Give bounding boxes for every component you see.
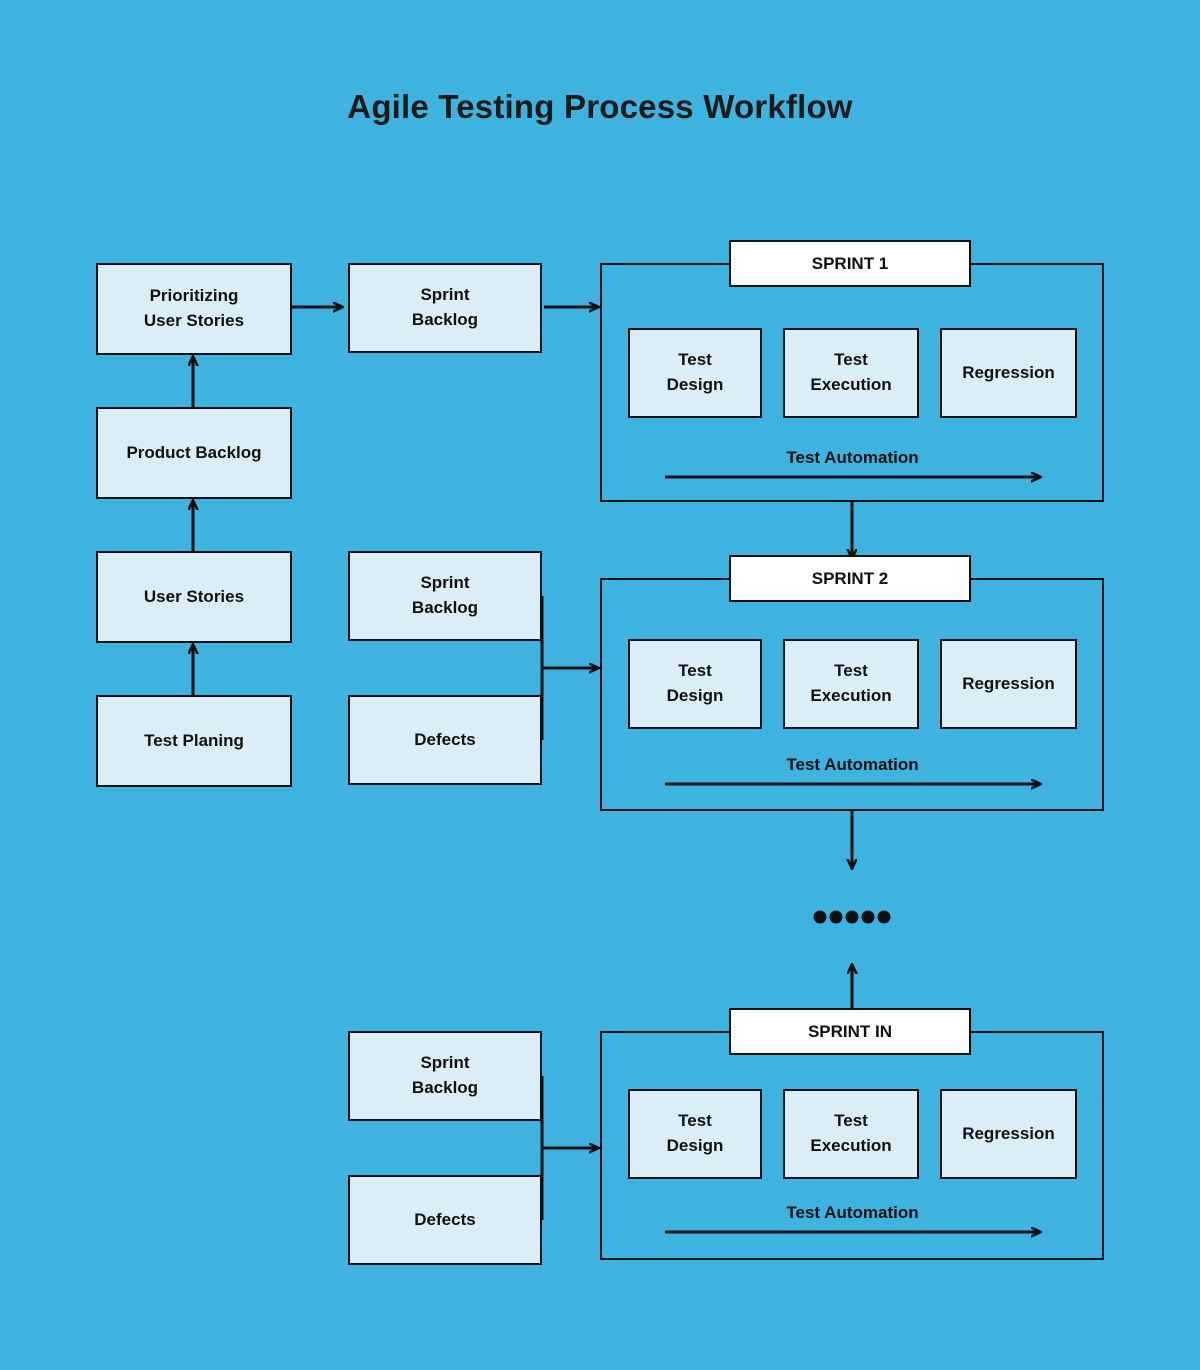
sprint-1-stage-test-design[interactable]: Test Design	[628, 328, 762, 418]
stage-label-line1: Regression	[962, 673, 1055, 693]
node-label-line1: Defects	[414, 1209, 476, 1229]
stage-label-line2: Execution	[810, 375, 892, 394]
automation-text: Test Automation	[786, 755, 919, 774]
stage-label-line2: Execution	[810, 1136, 892, 1155]
sprint-2-stage-test-execution[interactable]: Test Execution	[783, 639, 919, 729]
sprint-2-test-automation-label: Test Automation	[665, 755, 1040, 775]
stage-label-line1: Test	[834, 350, 868, 370]
automation-text: Test Automation	[786, 448, 919, 467]
sprint-in-stage-regression[interactable]: Regression	[940, 1089, 1077, 1179]
sprint-1-label[interactable]: SPRINT 1	[729, 240, 971, 287]
sprint-2-label[interactable]: SPRINT 2	[729, 555, 971, 602]
node-defects-3[interactable]: Defects	[348, 1175, 542, 1265]
node-prioritizing-user-stories[interactable]: Prioritizing User Stories	[96, 263, 292, 355]
node-label-line1: Sprint	[420, 1053, 470, 1073]
stage-label-line2: Design	[666, 375, 724, 394]
node-label-line2: Backlog	[411, 598, 479, 617]
stage-label-line1: Test	[834, 661, 868, 681]
sprint-in-stage-test-execution[interactable]: Test Execution	[783, 1089, 919, 1179]
sprint-1-test-automation-label: Test Automation	[665, 448, 1040, 468]
sprint-tab-text: SPRINT 1	[811, 253, 889, 273]
node-sprint-backlog-3[interactable]: Sprint Backlog	[348, 1031, 542, 1121]
automation-text: Test Automation	[786, 1203, 919, 1222]
node-product-backlog[interactable]: Product Backlog	[96, 407, 292, 499]
node-sprint-backlog-1[interactable]: Sprint Backlog	[348, 263, 542, 353]
node-label-line1: Sprint	[420, 573, 470, 593]
sprint-in-label[interactable]: SPRINT IN	[729, 1008, 971, 1055]
node-label-line2: Backlog	[411, 310, 479, 329]
node-label-line1: Defects	[414, 729, 476, 749]
sprint-in-test-automation-label: Test Automation	[665, 1203, 1040, 1223]
stage-label-line1: Regression	[962, 362, 1055, 382]
continuation-dots	[813, 910, 891, 924]
node-defects-2[interactable]: Defects	[348, 695, 542, 785]
sprint-1-stage-regression[interactable]: Regression	[940, 328, 1077, 418]
node-label-line1: Product Backlog	[126, 442, 262, 462]
node-label-line1: Test Planing	[144, 730, 244, 750]
node-label-line2: Backlog	[411, 1078, 479, 1097]
stage-label-line1: Test	[834, 1111, 868, 1131]
stage-label-line1: Test	[678, 661, 712, 681]
stage-label-line1: Test	[678, 1111, 712, 1131]
stage-label-line2: Design	[666, 1136, 724, 1155]
stage-label-line2: Design	[666, 686, 724, 705]
stage-label-line1: Regression	[962, 1123, 1055, 1143]
node-label-line2: User Stories	[143, 311, 245, 330]
node-label-line1: Sprint	[420, 285, 470, 305]
sprint-2-stage-regression[interactable]: Regression	[940, 639, 1077, 729]
node-label-line1: Prioritizing	[149, 286, 239, 306]
sprint-tab-text: SPRINT 2	[811, 568, 889, 588]
stage-label-line2: Execution	[810, 686, 892, 705]
node-sprint-backlog-2[interactable]: Sprint Backlog	[348, 551, 542, 641]
sprint-2-stage-test-design[interactable]: Test Design	[628, 639, 762, 729]
node-label-line1: User Stories	[143, 586, 245, 606]
page-title: Agile Testing Process Workflow	[347, 88, 853, 125]
node-test-planing[interactable]: Test Planing	[96, 695, 292, 787]
sprint-1-stage-test-execution[interactable]: Test Execution	[783, 328, 919, 418]
sprint-in-stage-test-design[interactable]: Test Design	[628, 1089, 762, 1179]
stage-label-line1: Test	[678, 350, 712, 370]
sprint-tab-text: SPRINT IN	[807, 1021, 893, 1041]
node-user-stories[interactable]: User Stories	[96, 551, 292, 643]
